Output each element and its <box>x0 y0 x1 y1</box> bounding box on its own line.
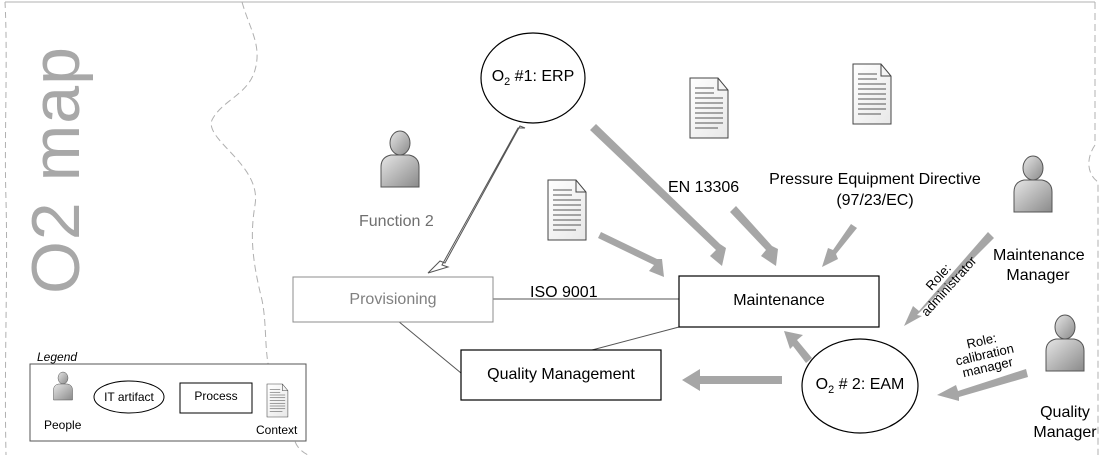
function2-label: Function 2 <box>359 213 434 230</box>
legend-title: Legend <box>37 350 78 364</box>
line-provisioning-quality <box>397 320 462 374</box>
legend-process <box>179 382 253 414</box>
iso-9001-label: ISO 9001 <box>530 284 598 301</box>
quality-manager-label: Quality Manager <box>1025 403 1105 443</box>
erp-label-sub: 2 <box>504 76 511 89</box>
eam-label-sub: 2 <box>828 384 835 397</box>
eam-label-o: O <box>815 376 829 393</box>
en-13306-label: EN 13306 <box>668 179 740 196</box>
document-en-icon <box>689 77 729 139</box>
eam-label-rest: # 2: EAM <box>834 376 905 393</box>
erp-label-o: O <box>491 68 505 85</box>
ped-line2: (97/23/EC) <box>836 192 914 209</box>
maintenance-manager-line2: Manager <box>1006 267 1070 284</box>
arrow-erp-to-provisioning <box>427 125 526 274</box>
process-maintenance <box>678 275 880 328</box>
legend-context-icon <box>266 383 289 418</box>
person-maintenance-manager-icon <box>1013 155 1053 213</box>
legend-process-label: Process <box>194 389 238 403</box>
arrow-mm-role-to-eam <box>904 232 994 326</box>
arrow-eam-to-quality <box>682 369 782 391</box>
arrow-qm-role-to-eam <box>937 369 1028 401</box>
ped-line1: Pressure Equipment Directive <box>769 171 981 188</box>
provisioning-label: Provisioning <box>349 291 437 308</box>
eam-label: O2 # 2: EAM <box>802 377 918 396</box>
map-boundary-left <box>4 1 8 456</box>
arrow-ped-doc-to-maintenance <box>822 224 857 267</box>
quality-management-label: Quality Management <box>487 366 635 383</box>
map-boundary-right <box>1088 2 1099 455</box>
arrow-eam-to-maintenance <box>784 331 812 363</box>
process-provisioning <box>292 276 494 323</box>
it-artifact-eam <box>801 338 919 434</box>
maintenance-manager-label: Maintenance Manager <box>993 246 1085 286</box>
legend-it-artifact-label: IT artifact <box>104 390 154 404</box>
arrow-iso-doc-to-maintenance <box>598 232 664 277</box>
map-title: O2 map <box>18 46 94 294</box>
legend-people-label: People <box>44 418 82 432</box>
arrow-erp-to-maintenance <box>590 124 726 266</box>
quality-manager-line2: Manager <box>1033 424 1097 441</box>
quality-manager-line1: Quality <box>1040 404 1090 421</box>
ped-label: Pressure Equipment Directive (97/23/EC) <box>750 169 1000 211</box>
legend-it-artifact <box>93 380 165 414</box>
legend-context-label: Context <box>256 423 298 437</box>
maintenance-manager-line1: Maintenance <box>993 247 1085 264</box>
arrow-en-doc-to-maintenance <box>730 206 778 266</box>
it-artifact-erp <box>480 32 586 124</box>
erp-label-rest: #1: ERP <box>510 68 575 85</box>
line-maintenance-quality <box>591 326 680 351</box>
maintenance-label: Maintenance <box>733 292 825 309</box>
erp-label: O2 #1: ERP <box>481 69 585 88</box>
person-function2-icon <box>380 130 420 188</box>
document-ped-icon <box>852 63 892 125</box>
person-quality-manager-icon <box>1045 314 1085 372</box>
document-iso-icon <box>547 179 587 241</box>
process-quality-management <box>460 349 662 401</box>
legend-box <box>29 363 307 442</box>
